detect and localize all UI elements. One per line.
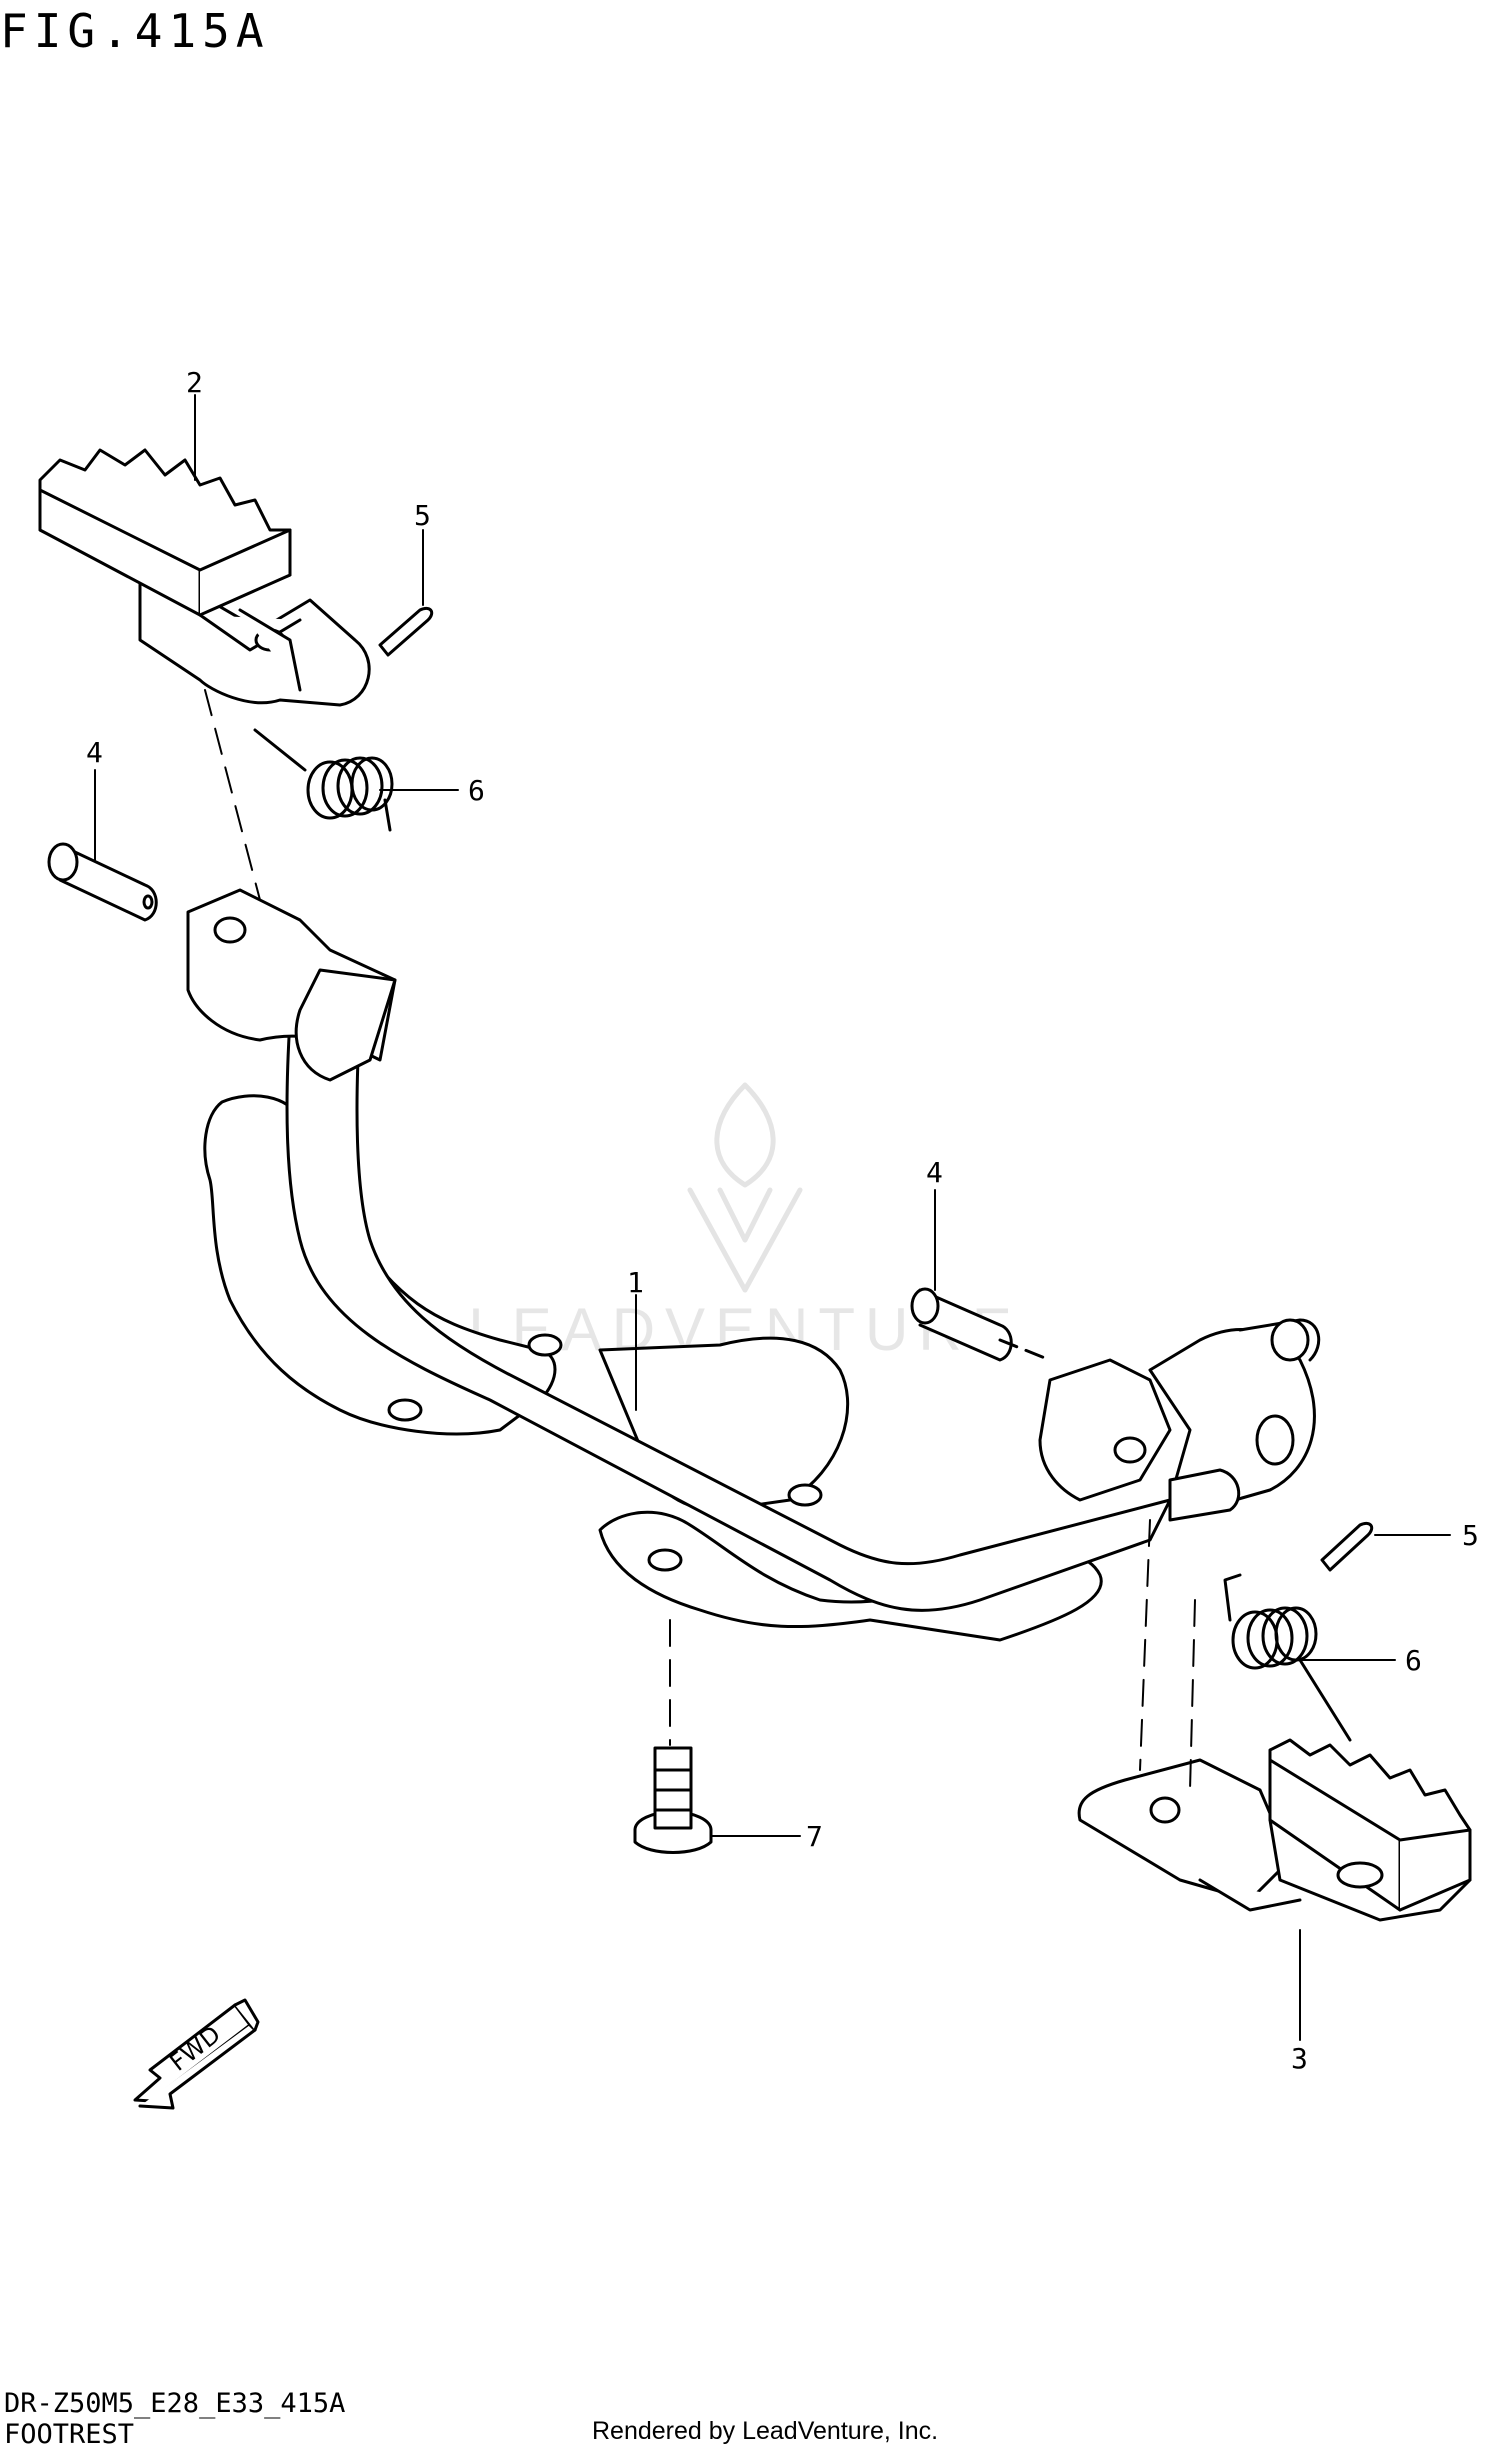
- callout-5-left: 5: [414, 499, 431, 532]
- diagram-code: DR-Z50M5_E28_E33_415A: [4, 2388, 346, 2419]
- spring-part-6-left: [253, 728, 394, 832]
- assembly-guide-lines: [204, 689, 1196, 1791]
- callout-6-left: 6: [468, 774, 485, 807]
- callout-1: 1: [627, 1266, 644, 1299]
- cotter-pin-part-5-right: [1320, 1521, 1374, 1572]
- section-name: FOOTREST: [4, 2419, 135, 2450]
- bolt-part-7: [633, 1746, 713, 1854]
- callout-4-right: 4: [926, 1156, 943, 1189]
- callout-4-left: 4: [86, 736, 103, 769]
- left-footrest-peg-part-2: [38, 448, 371, 707]
- callout-3: 3: [1291, 2042, 1308, 2075]
- footrest-bracket-part-1: [186, 888, 1321, 1642]
- rendered-by-credit: Rendered by LeadVenture, Inc.: [592, 2417, 939, 2445]
- forward-direction-arrow-icon: [133, 1998, 260, 2110]
- spring-part-6-right: [1223, 1573, 1352, 1742]
- pin-part-4-right: [910, 1287, 1052, 1362]
- callout-7: 7: [806, 1820, 823, 1853]
- callout-2: 2: [186, 366, 203, 399]
- figure-title: FIG.415A: [0, 4, 270, 58]
- right-footrest-peg-part-3: [1077, 1738, 1472, 1922]
- callout-6-right: 6: [1405, 1644, 1422, 1677]
- leadventure-watermark-logo: [687, 1082, 803, 1293]
- callout-5-right: 5: [1462, 1519, 1479, 1552]
- cotter-pin-part-5-left: [378, 606, 434, 657]
- pin-part-4-left: [47, 842, 158, 922]
- callout-leader-lines: [94, 394, 1451, 2041]
